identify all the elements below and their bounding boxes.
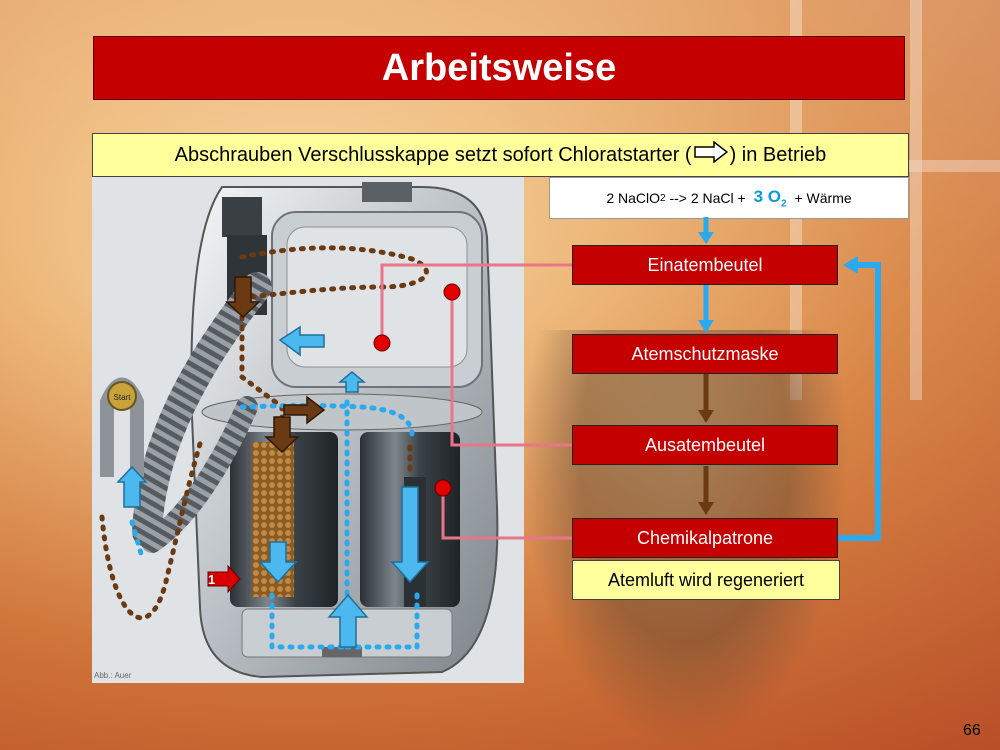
brown-arrow-down-top: [225, 276, 261, 319]
blue-arrow-up-top: [337, 371, 367, 393]
flow-step-atemschutzmaske: Atemschutzmaske: [572, 334, 838, 374]
formula-subscript-2: 2: [781, 198, 787, 210]
image-credit: Abb.: Auer: [94, 671, 132, 680]
arrow-head-einatem: [698, 320, 714, 333]
instruction-text-after: ) in Betrieb: [729, 143, 827, 166]
instruction-box: Abschrauben Verschlusskappe setzt sofort…: [92, 133, 909, 177]
connector-ausatembeutel: [450, 292, 572, 447]
point-chemikalpatrone: [434, 479, 452, 497]
blue-arrow-inhale: [278, 325, 325, 357]
point-ausatembeutel: [443, 283, 461, 301]
arrow-head-maske: [698, 410, 714, 423]
flow-step-ausatembeutel: Ausatembeutel: [572, 425, 838, 465]
flow-result: Atemluft wird regeneriert: [572, 560, 840, 600]
brown-arrow-down-mid: [264, 416, 300, 454]
blue-arrow-start: [116, 465, 148, 508]
start-button-label: Start: [114, 393, 132, 402]
arrow-head-ausatem: [698, 502, 714, 515]
connector-chemikalpatrone: [441, 488, 572, 540]
page-number: 66: [963, 722, 981, 739]
point-einatembeutel: [373, 334, 391, 352]
formula-reactant: 2 NaClO: [606, 190, 661, 206]
brown-arrow-right: [283, 395, 326, 425]
blue-arrow-down-right: [390, 486, 430, 584]
flow-step-einatembeutel: Einatembeutel: [572, 245, 838, 285]
instruction-text-before: Abschrauben Verschlusskappe setzt sofort…: [174, 143, 692, 166]
formula-subscript-1: 2: [660, 192, 666, 204]
device-drawing: Start: [99, 182, 499, 679]
connector-einatembeutel: [380, 263, 572, 343]
formula-oxygen: 3 O2: [754, 187, 787, 209]
arrow-head-formula: [698, 232, 714, 244]
arrow-return-loop: [838, 262, 881, 541]
formula-arrow-product: --> 2 NaCl +: [665, 190, 750, 206]
starter-marker: [207, 564, 241, 594]
blue-arrow-up-bottom: [327, 593, 369, 648]
formula-oxygen-text: 3 O: [753, 186, 782, 206]
starter-marker-label: 1: [208, 572, 216, 587]
starter-arrow-icon: [693, 140, 728, 169]
arrow-head-return: [843, 256, 858, 274]
device-illustration: Start: [92, 177, 524, 683]
flow-step-chemikalpatrone: Chemikalpatrone: [572, 518, 838, 558]
blue-arrow-down-left: [258, 541, 298, 584]
slide-title: Arbeitsweise: [93, 36, 905, 100]
formula-heat: + Wärme: [790, 190, 852, 206]
